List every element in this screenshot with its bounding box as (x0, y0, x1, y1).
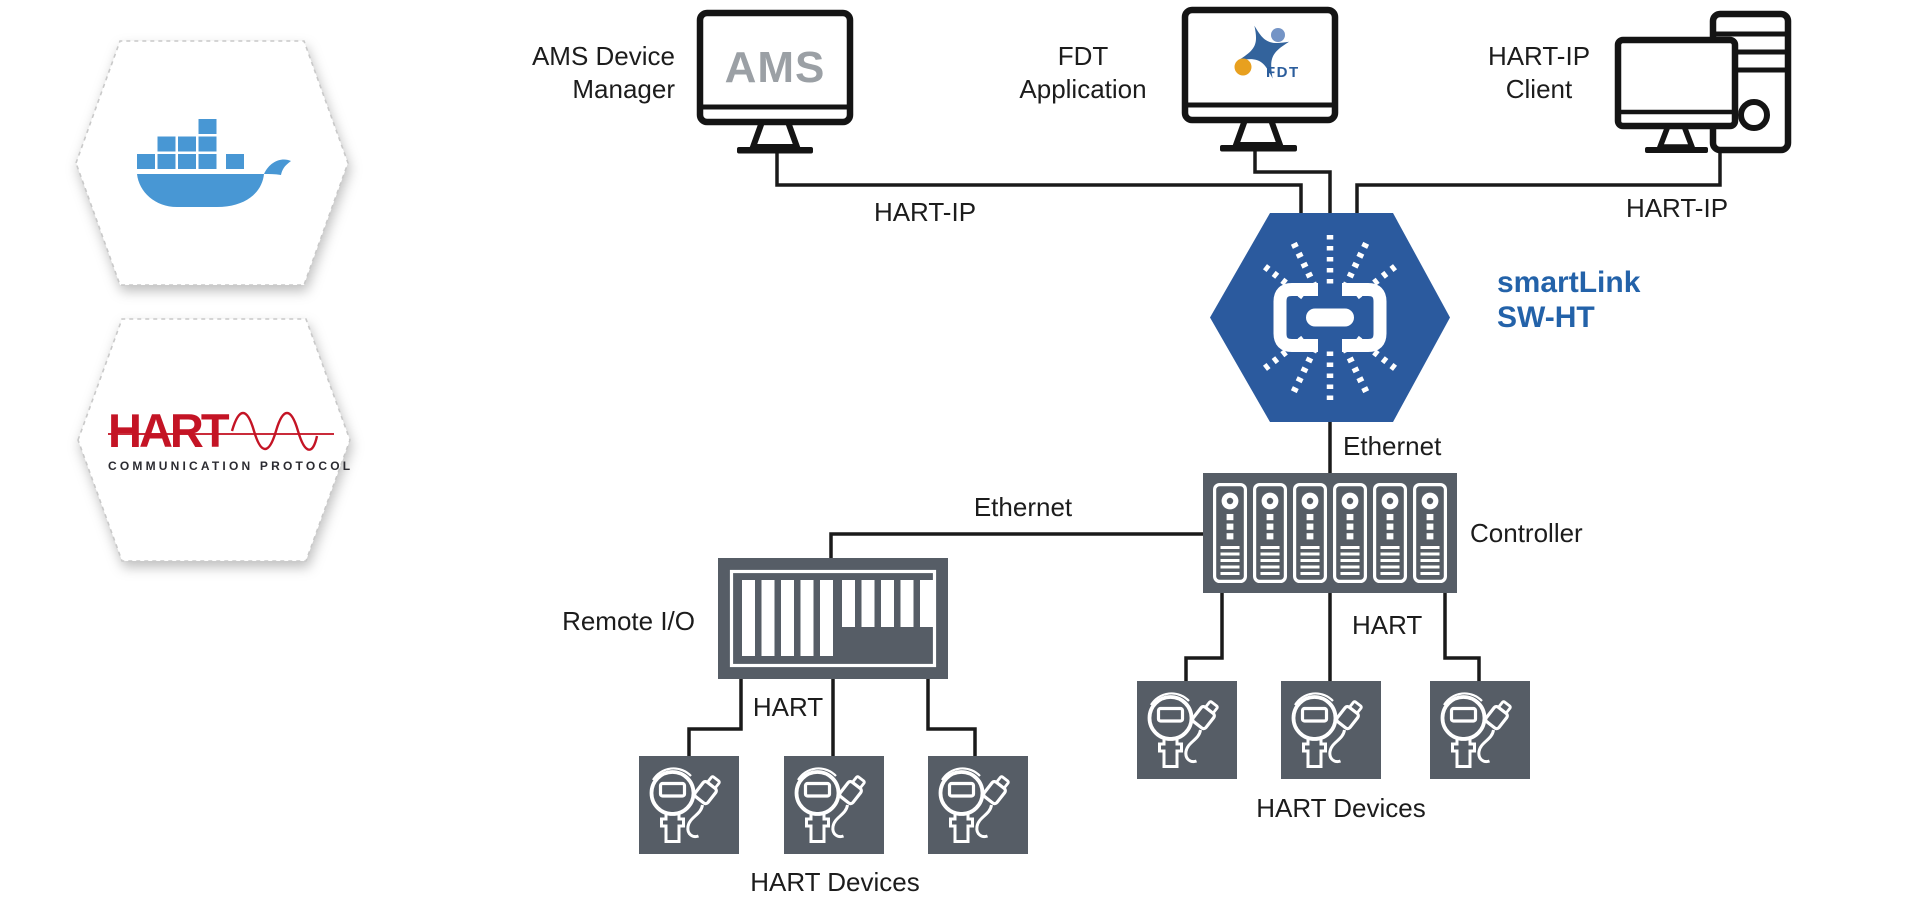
hart-sine-wave-icon (230, 411, 318, 451)
client-label: HART-IP Client (1487, 41, 1591, 105)
hart-logo-word: HART (108, 403, 230, 457)
wire-controller-dev1 (1184, 592, 1224, 682)
hart-devices-left-label: HART Devices (750, 867, 920, 897)
hart-left-label: HART (752, 692, 824, 722)
fdt-monitor-icon: FDT (1181, 6, 1339, 152)
wire-client-to-gateway (1355, 144, 1722, 214)
hart-right-label: HART (1352, 610, 1423, 640)
wire-remoteio-dev3 (926, 678, 977, 757)
docker-badge-hexagon (75, 40, 349, 286)
hartip-left-label: HART-IP (873, 197, 977, 227)
hart-logo-subtitle: COMMUNICATION PROTOCOL (108, 459, 354, 473)
hart-protocol-logo: HART COMMUNICATION PROTOCOL (108, 403, 354, 473)
hart-devices-right-label: HART Devices (1256, 793, 1426, 823)
remote-io-label: Remote I/O (562, 606, 695, 636)
fdt-label: FDT Application (1019, 41, 1147, 105)
gateway-label: smartLink SW-HT (1497, 266, 1641, 334)
docker-whale-icon (137, 119, 291, 207)
gateway-hexagon (1210, 213, 1450, 422)
ams-monitor-icon: AMS (696, 9, 854, 154)
hartip-right-label: HART-IP (1625, 193, 1729, 223)
hart-device (639, 756, 739, 854)
controller-rack-icon (1203, 473, 1457, 593)
chain-link-icon (1273, 283, 1387, 352)
wire-controller-to-remoteio (829, 532, 1203, 559)
remote-io-rack-icon (718, 558, 948, 679)
ams-screen-text: AMS (725, 43, 826, 92)
hart-logo-strikethrough (108, 433, 334, 435)
wire-controller-dev3 (1443, 592, 1481, 682)
fdt-screen-text: FDT (1266, 64, 1300, 81)
hart-badge-hexagon (77, 318, 351, 562)
ethernet-left-label: Ethernet (973, 492, 1073, 522)
ethernet-top-label: Ethernet (1343, 431, 1442, 461)
wire-ams-to-gateway (775, 150, 1303, 214)
ams-label: AMS Device Manager (531, 41, 675, 105)
rays-icon (1260, 231, 1400, 404)
fdt-logo-icon: FDT (1234, 25, 1300, 81)
wire-fdt-to-gateway (1253, 149, 1332, 214)
hartip-client-computer-icon (1614, 10, 1792, 154)
hart-device (784, 756, 884, 854)
hart-device (1137, 681, 1237, 779)
hart-device (928, 756, 1028, 854)
controller-label: Controller (1470, 518, 1583, 548)
hart-device (1281, 681, 1381, 779)
wire-remoteio-dev1 (687, 678, 743, 757)
hart-device (1430, 681, 1530, 779)
